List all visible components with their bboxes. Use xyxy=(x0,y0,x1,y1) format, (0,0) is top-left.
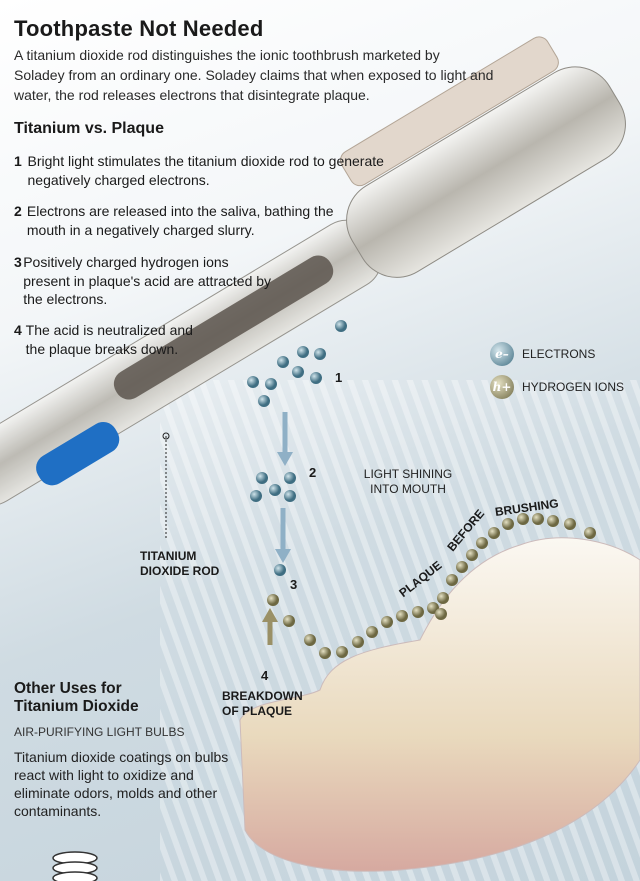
other-uses-item-title: AIR-PURIFYING LIGHT BULBS xyxy=(14,725,185,739)
legend-label: ELECTRONS xyxy=(522,347,596,361)
electron-dot xyxy=(310,372,322,384)
hydrogen-ion-dot xyxy=(304,634,316,646)
section-title: Titanium vs. Plaque xyxy=(14,120,164,137)
hydrogen-ion-dot xyxy=(352,636,364,648)
hydrogen-ion-dot xyxy=(547,515,559,527)
titanium-rod xyxy=(113,255,334,400)
hydrogen-ion-dot xyxy=(584,527,596,539)
brush-head xyxy=(346,66,626,278)
electron-dot xyxy=(284,490,296,502)
light-bulb-icon xyxy=(52,851,98,881)
hydrogen-path-arrow xyxy=(262,608,278,645)
marker-4: 4 xyxy=(261,668,269,683)
hydrogen-ion-dot xyxy=(412,606,424,618)
step-number: 4 xyxy=(14,322,22,338)
electron-icon: e– xyxy=(490,342,514,366)
other-uses-title: Other Uses for Titanium Dioxide xyxy=(14,680,139,715)
hydrogen-ion-dot xyxy=(366,626,378,638)
legend-hydrogen: h+ HYDROGEN IONS xyxy=(490,375,624,399)
electron-dot xyxy=(250,490,262,502)
step-number: 1 xyxy=(14,153,22,169)
legend-electrons: e– ELECTRONS xyxy=(490,342,595,366)
hydrogen-ion-dot xyxy=(446,574,458,586)
hydrogen-ion-dot xyxy=(319,647,331,659)
hydrogen-ion-dot xyxy=(437,592,449,604)
electron-dot xyxy=(274,564,286,576)
step-1: 1 Bright light stimulates the titanium di… xyxy=(14,152,394,189)
marker-1: 1 xyxy=(335,370,343,385)
hydrogen-ion-dot xyxy=(283,615,295,627)
teeth xyxy=(239,537,640,872)
hydrogen-ion-dot xyxy=(532,513,544,525)
step-number: 3 xyxy=(14,254,22,270)
electron-dot xyxy=(335,320,347,332)
hydrogen-ion-dot xyxy=(502,518,514,530)
electron-path-arrows xyxy=(275,412,293,563)
breakdown-label: BREAKDOWN OF PLAQUE xyxy=(222,689,303,718)
hydrogen-ion-dot xyxy=(476,537,488,549)
hydrogen-ion-icon: h+ xyxy=(490,375,514,399)
step-number: 2 xyxy=(14,203,22,219)
other-uses-item-text: Titanium dioxide coatings on bulbs react… xyxy=(14,749,229,819)
rod-label: TITANIUM DIOXIDE ROD xyxy=(140,549,220,578)
hydrogen-ion-dot xyxy=(517,513,529,525)
page-title: Toothpaste Not Needed xyxy=(14,16,264,41)
hydrogen-ion-dot xyxy=(564,518,576,530)
step-text: Positively charged hydrogen ions present… xyxy=(23,254,272,307)
electron-dot xyxy=(292,366,304,378)
hydrogen-ion-dot xyxy=(267,594,279,606)
electron-dot xyxy=(314,348,326,360)
hydrogen-ion-dot xyxy=(456,561,468,573)
blue-grip xyxy=(36,421,120,486)
electron-particles xyxy=(247,320,347,576)
electron-dot xyxy=(269,484,281,496)
hydrogen-ion-dot xyxy=(466,549,478,561)
step-text: Electrons are released into the saliva, … xyxy=(26,203,334,238)
light-label: LIGHT SHINING INTO MOUTH xyxy=(363,467,453,496)
hydrogen-ion-dot xyxy=(435,608,447,620)
toothbrush xyxy=(0,36,626,506)
step-text: Bright light stimulates the titanium dio… xyxy=(27,153,384,188)
electron-dot xyxy=(297,346,309,358)
marker-3: 3 xyxy=(290,577,298,592)
hydrogen-ion-dot xyxy=(381,616,393,628)
electron-dot xyxy=(258,395,270,407)
hydrogen-ion-dot xyxy=(336,646,348,658)
legend-label: HYDROGEN IONS xyxy=(522,380,625,394)
electron-dot xyxy=(265,378,277,390)
marker-2: 2 xyxy=(309,465,317,480)
hydrogen-ion-dot xyxy=(396,610,408,622)
hydrogen-ion-particles xyxy=(267,513,596,659)
intro-text: A titanium dioxide rod distinguishes the… xyxy=(14,47,494,103)
electron-dot xyxy=(277,356,289,368)
step-text: The acid is neutralized and the plaque b… xyxy=(25,322,193,357)
hydrogen-ion-dot xyxy=(488,527,500,539)
electron-dot xyxy=(247,376,259,388)
electron-dot xyxy=(256,472,268,484)
electron-dot xyxy=(284,472,296,484)
